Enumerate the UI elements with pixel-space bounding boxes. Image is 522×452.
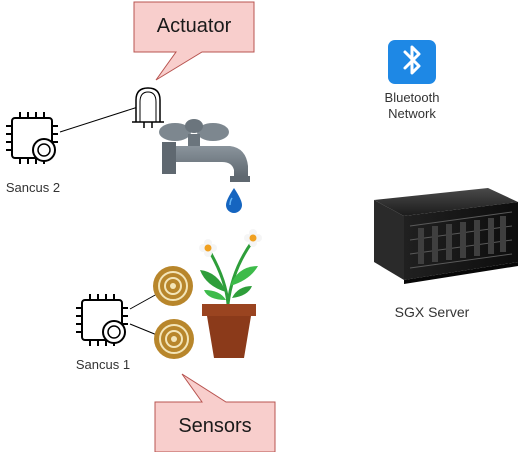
sancus2-servo-connector <box>59 106 139 133</box>
actuator-callout-label: Actuator <box>156 15 232 37</box>
water-drop-icon <box>226 188 242 213</box>
sancus2-label: Sancus 2 <box>5 180 61 195</box>
sensors-callout-label: Sensors <box>178 415 252 437</box>
water-tap-icon <box>159 119 250 182</box>
sancus2-chip-icon <box>6 112 58 164</box>
sancus1-label: Sancus 1 <box>75 357 131 372</box>
sensor-bottom-icon <box>154 319 194 359</box>
sancus1-sensor-bottom-connector <box>129 323 158 336</box>
sensors-callout <box>154 373 276 452</box>
bluetooth-icon <box>388 40 436 84</box>
bluetooth-label-line2: Network <box>388 106 436 121</box>
bluetooth-network-label: Bluetooth Network <box>367 90 457 122</box>
water-drop-highlight <box>229 197 233 206</box>
sancus1-chip-icon <box>76 294 128 346</box>
sancus1-sensor-top-connector <box>129 293 158 310</box>
server-icon <box>374 188 518 284</box>
potted-plant-icon <box>199 229 262 358</box>
actuator-callout <box>133 1 255 81</box>
servo-icon <box>132 87 164 128</box>
bluetooth-label-line1: Bluetooth <box>384 90 440 105</box>
sensor-top-icon <box>153 266 193 306</box>
sgx-server-label: SGX Server <box>394 304 470 320</box>
